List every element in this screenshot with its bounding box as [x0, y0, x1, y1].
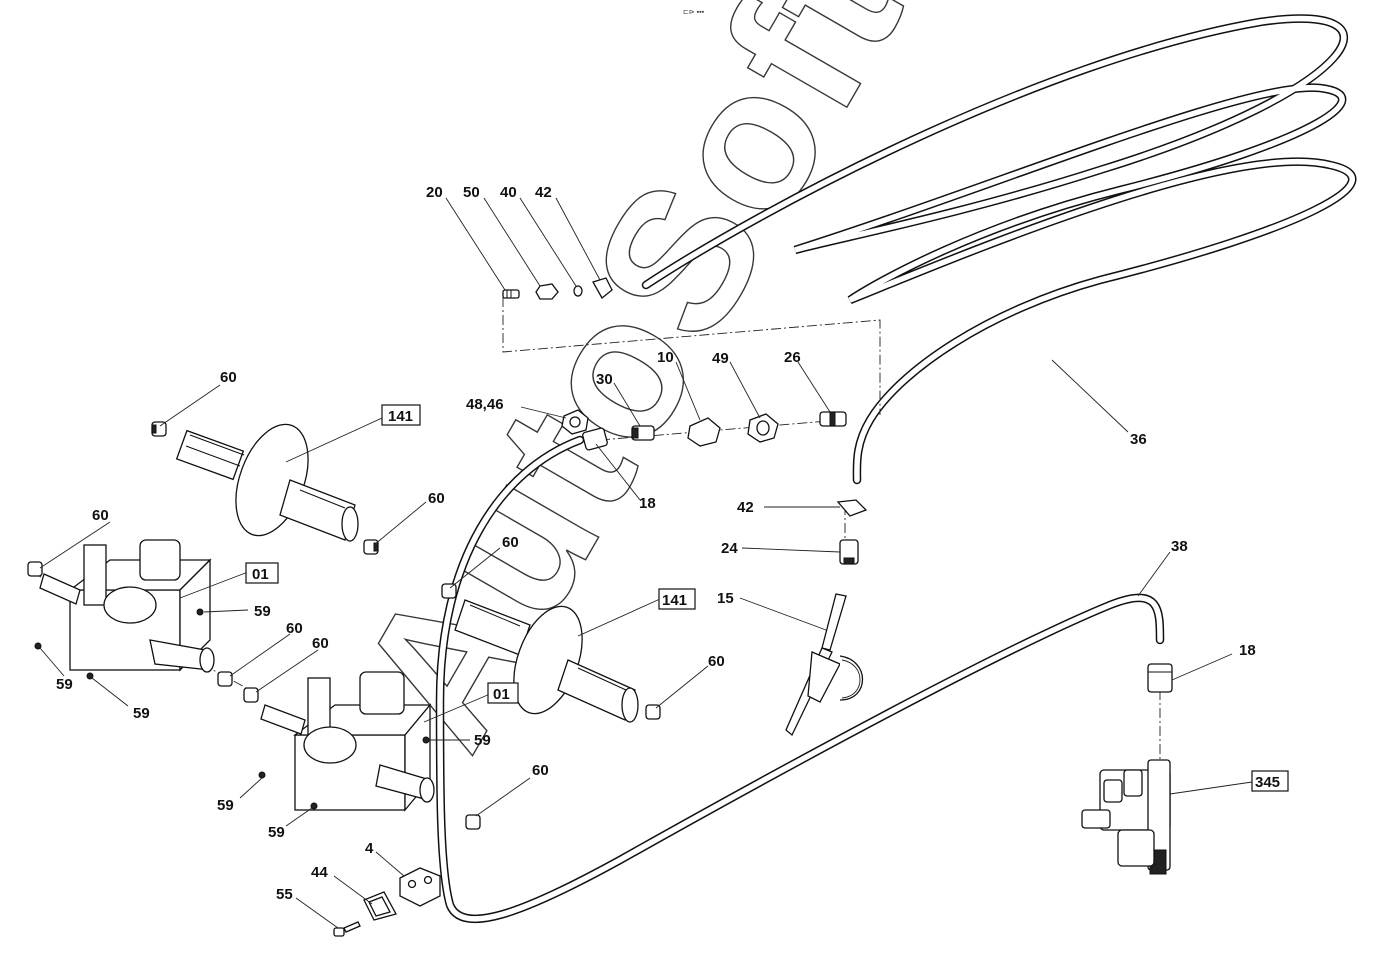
plug-60-h [465, 814, 481, 830]
callout-345: 345 [1251, 770, 1289, 792]
callout-01-right: 01 [487, 682, 519, 704]
callout-60: 60 [92, 507, 109, 524]
screws-59 [34, 608, 430, 810]
fitting-18-upper [582, 427, 608, 451]
callout-24: 24 [721, 540, 738, 557]
callout-60: 60 [502, 534, 519, 551]
callout-38: 38 [1171, 538, 1188, 555]
callout-30: 30 [596, 371, 613, 388]
callout-26: 26 [784, 349, 801, 366]
block-4 [399, 867, 441, 907]
nut-50 [535, 283, 559, 300]
callout-4: 4 [365, 840, 374, 857]
gun-15 [785, 593, 863, 737]
callout-55: 55 [276, 886, 293, 903]
callout-40: 40 [500, 184, 517, 201]
plug-60-b [363, 539, 379, 555]
washer-40 [573, 285, 583, 297]
callout-20: 20 [426, 184, 443, 201]
callout-01-left: 01 [245, 562, 279, 584]
callout-60: 60 [532, 762, 549, 779]
callout-50: 50 [463, 184, 480, 201]
svg-text:01: 01 [493, 686, 510, 703]
gasket-44 [363, 891, 397, 921]
fitting-18-lower [1147, 663, 1173, 693]
plug-60-d [217, 671, 233, 687]
nut-49 [747, 413, 779, 443]
bracket-01-right [260, 671, 435, 812]
callout-42: 42 [737, 499, 754, 516]
callout-60: 60 [286, 620, 303, 637]
callout-18-lower: 18 [1239, 642, 1256, 659]
valve-block-345 [1081, 759, 1171, 875]
callout-59: 59 [268, 824, 285, 841]
svg-text:345: 345 [1255, 774, 1280, 791]
callout-141-upper: 141 [381, 404, 421, 426]
adapter-30 [631, 425, 655, 441]
plug-60-e [441, 583, 457, 599]
callout-18-upper: 18 [639, 495, 656, 512]
callout-49: 49 [712, 350, 729, 367]
elbow-42 [592, 277, 613, 299]
callout-60: 60 [220, 369, 237, 386]
clip-42 [836, 499, 868, 517]
callout-10: 10 [657, 349, 674, 366]
fitting-24 [839, 539, 859, 565]
nut-10 [687, 417, 721, 447]
plug-60-f [645, 704, 661, 720]
callout-44: 44 [311, 864, 328, 881]
hose-38 [435, 435, 1165, 924]
callout-59: 59 [217, 797, 234, 814]
callout-59: 59 [56, 676, 73, 693]
bolt-55 [333, 921, 361, 937]
callout-59: 59 [474, 732, 491, 749]
fitting-26 [819, 411, 847, 427]
plug-60-a [151, 421, 167, 437]
callout-labels: 20 50 40 42 60 141 48,46 30 10 49 26 36 … [56, 184, 1289, 903]
callout-60: 60 [428, 490, 445, 507]
callout-59: 59 [254, 603, 271, 620]
header-mark: ⊏⊳ ▪▪▪ [683, 9, 705, 16]
callout-141-lower: 141 [658, 588, 696, 610]
callout-59: 59 [133, 705, 150, 722]
callout-36: 36 [1130, 431, 1147, 448]
shaft-141-lower [454, 599, 639, 723]
shaft-141-upper [175, 423, 359, 542]
callout-42-top: 42 [535, 184, 552, 201]
svg-text:01: 01 [252, 566, 269, 583]
leader-lines [39, 197, 1253, 929]
callout-60: 60 [708, 653, 725, 670]
svg-text:141: 141 [662, 592, 687, 609]
hose-36 [641, 14, 1357, 485]
callout-48-46: 48,46 [466, 396, 504, 413]
svg-text:141: 141 [388, 408, 413, 425]
callout-60: 60 [312, 635, 329, 652]
callout-15: 15 [717, 590, 734, 607]
bracket-01-left [39, 539, 215, 673]
plug-60-c [27, 561, 43, 577]
fitting-20 [502, 289, 520, 299]
nut-48-46 [561, 409, 589, 435]
plug-60-g [243, 687, 259, 703]
